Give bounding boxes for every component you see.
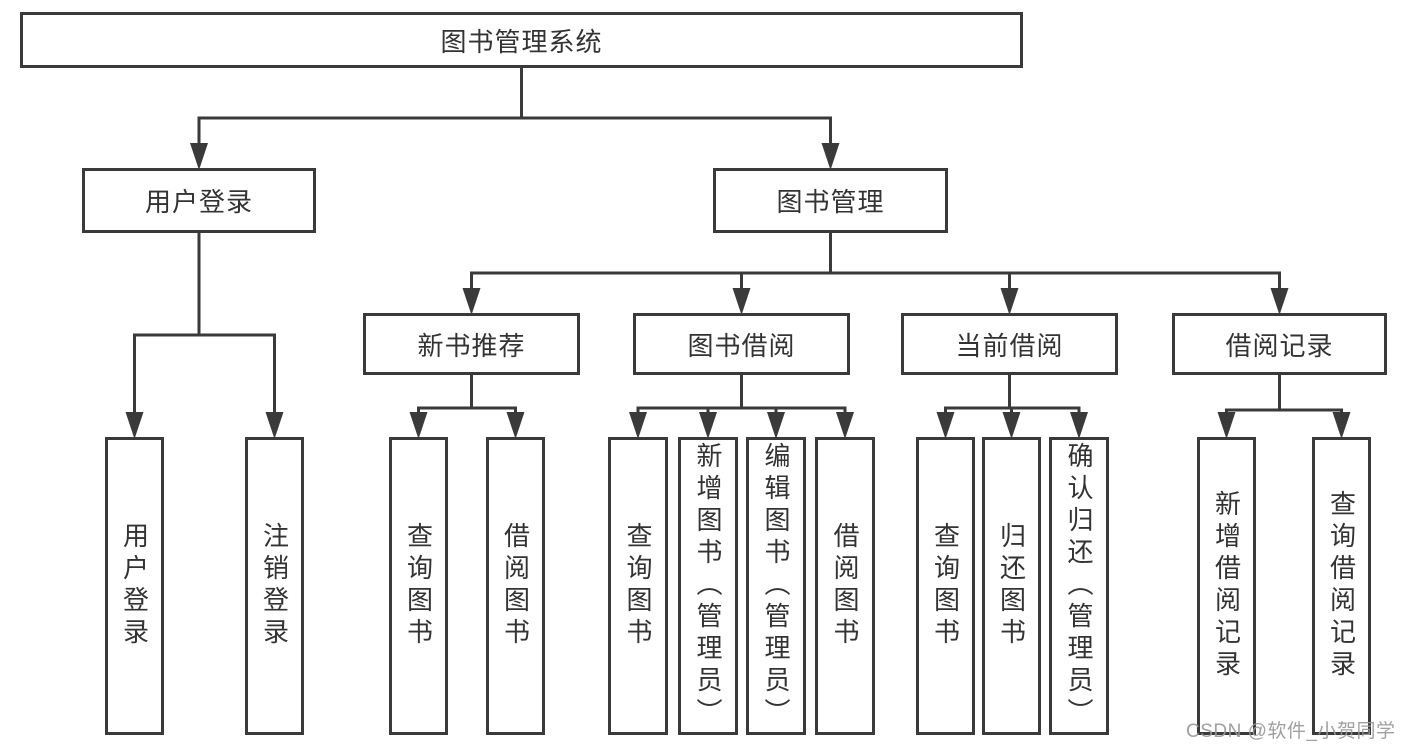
node-label-leaf-cb-return: 归还图书 xyxy=(996,522,1027,650)
node-label-leaf-bb-add: 新增图书（管理员） xyxy=(693,442,723,730)
arrowhead-icon xyxy=(1332,412,1351,439)
node-label-leaf-br-query: 查询借阅记录 xyxy=(1326,490,1357,682)
node-label-leaf-bb-query: 查询图书 xyxy=(623,522,653,650)
node-book-borrow: 图书借阅 xyxy=(633,313,850,375)
node-label-root: 图书管理系统 xyxy=(440,26,603,57)
connector-current-borrow xyxy=(936,373,1088,439)
node-new-book-recommend: 新书推荐 xyxy=(363,313,580,375)
arrowhead-icon xyxy=(821,143,840,170)
node-label-borrow-records: 借阅记录 xyxy=(1225,330,1334,361)
connector-user-login xyxy=(125,231,284,439)
node-label-leaf-cb-confirm: 确认归还（管理员） xyxy=(1064,442,1094,730)
arrowhead-icon xyxy=(409,412,428,439)
arrowhead-icon xyxy=(699,412,717,439)
arrowhead-icon xyxy=(1217,412,1236,439)
node-label-leaf-bb-edit: 编辑图书（管理员） xyxy=(761,442,791,730)
node-leaf-cb-return: 归还图书 xyxy=(982,437,1041,735)
node-label-current-borrow: 当前借阅 xyxy=(955,330,1064,361)
arrowhead-icon xyxy=(506,412,525,439)
arrowhead-icon xyxy=(767,412,785,439)
node-label-book-management: 图书管理 xyxy=(776,187,885,217)
arrowhead-icon xyxy=(936,412,955,439)
node-label-user-login: 用户登录 xyxy=(144,187,253,217)
arrowhead-icon xyxy=(1000,288,1019,315)
arrowhead-icon xyxy=(1002,412,1021,439)
node-current-borrow: 当前借阅 xyxy=(901,313,1118,375)
connector-root xyxy=(190,66,840,170)
node-leaf-bb-add: 新增图书（管理员） xyxy=(678,437,738,735)
node-borrow-records: 借阅记录 xyxy=(1172,313,1387,375)
node-leaf-logout: 注销登录 xyxy=(245,437,304,735)
connector-borrow-records xyxy=(1217,373,1351,439)
node-leaf-bb-query: 查询图书 xyxy=(608,437,668,735)
node-leaf-user-login: 用户登录 xyxy=(105,437,164,735)
arrowhead-icon xyxy=(1270,288,1289,315)
connector-book-borrow xyxy=(629,373,854,439)
node-label-leaf-nb-query: 查询图书 xyxy=(403,522,434,650)
node-label-leaf-bb-borrow: 借阅图书 xyxy=(830,522,860,650)
node-leaf-br-add: 新增借阅记录 xyxy=(1197,437,1256,735)
node-leaf-nb-borrow: 借阅图书 xyxy=(486,437,545,735)
arrowhead-icon xyxy=(190,143,208,170)
arrowhead-icon xyxy=(836,412,854,439)
node-label-leaf-cb-query: 查询图书 xyxy=(930,522,961,650)
node-leaf-cb-query: 查询图书 xyxy=(916,437,975,735)
node-leaf-br-query: 查询借阅记录 xyxy=(1312,437,1371,735)
watermark: CSDN @软件_小贺同学 xyxy=(1186,721,1396,742)
node-root: 图书管理系统 xyxy=(20,12,1023,68)
node-leaf-bb-edit: 编辑图书（管理员） xyxy=(746,437,806,735)
node-leaf-nb-query: 查询图书 xyxy=(389,437,448,735)
node-leaf-bb-borrow: 借阅图书 xyxy=(815,437,875,735)
node-label-leaf-logout: 注销登录 xyxy=(259,522,290,650)
arrowhead-icon xyxy=(462,288,481,315)
node-label-new-book-recommend: 新书推荐 xyxy=(417,330,526,361)
arrowhead-icon xyxy=(732,288,751,315)
node-user-login: 用户登录 xyxy=(82,168,316,233)
node-label-leaf-nb-borrow: 借阅图书 xyxy=(500,522,531,650)
node-label-book-borrow: 图书借阅 xyxy=(687,330,796,361)
node-label-leaf-user-login: 用户登录 xyxy=(119,522,150,650)
node-label-leaf-br-add: 新增借阅记录 xyxy=(1211,490,1242,682)
connector-new-book-recommend xyxy=(409,373,525,439)
node-leaf-cb-confirm: 确认归还（管理员） xyxy=(1049,437,1109,735)
arrowhead-icon xyxy=(629,412,647,439)
arrowhead-icon xyxy=(1070,412,1088,439)
arrowhead-icon xyxy=(265,412,284,439)
node-book-management: 图书管理 xyxy=(713,168,948,233)
arrowhead-icon xyxy=(125,412,144,439)
connector-book-management xyxy=(462,231,1289,315)
